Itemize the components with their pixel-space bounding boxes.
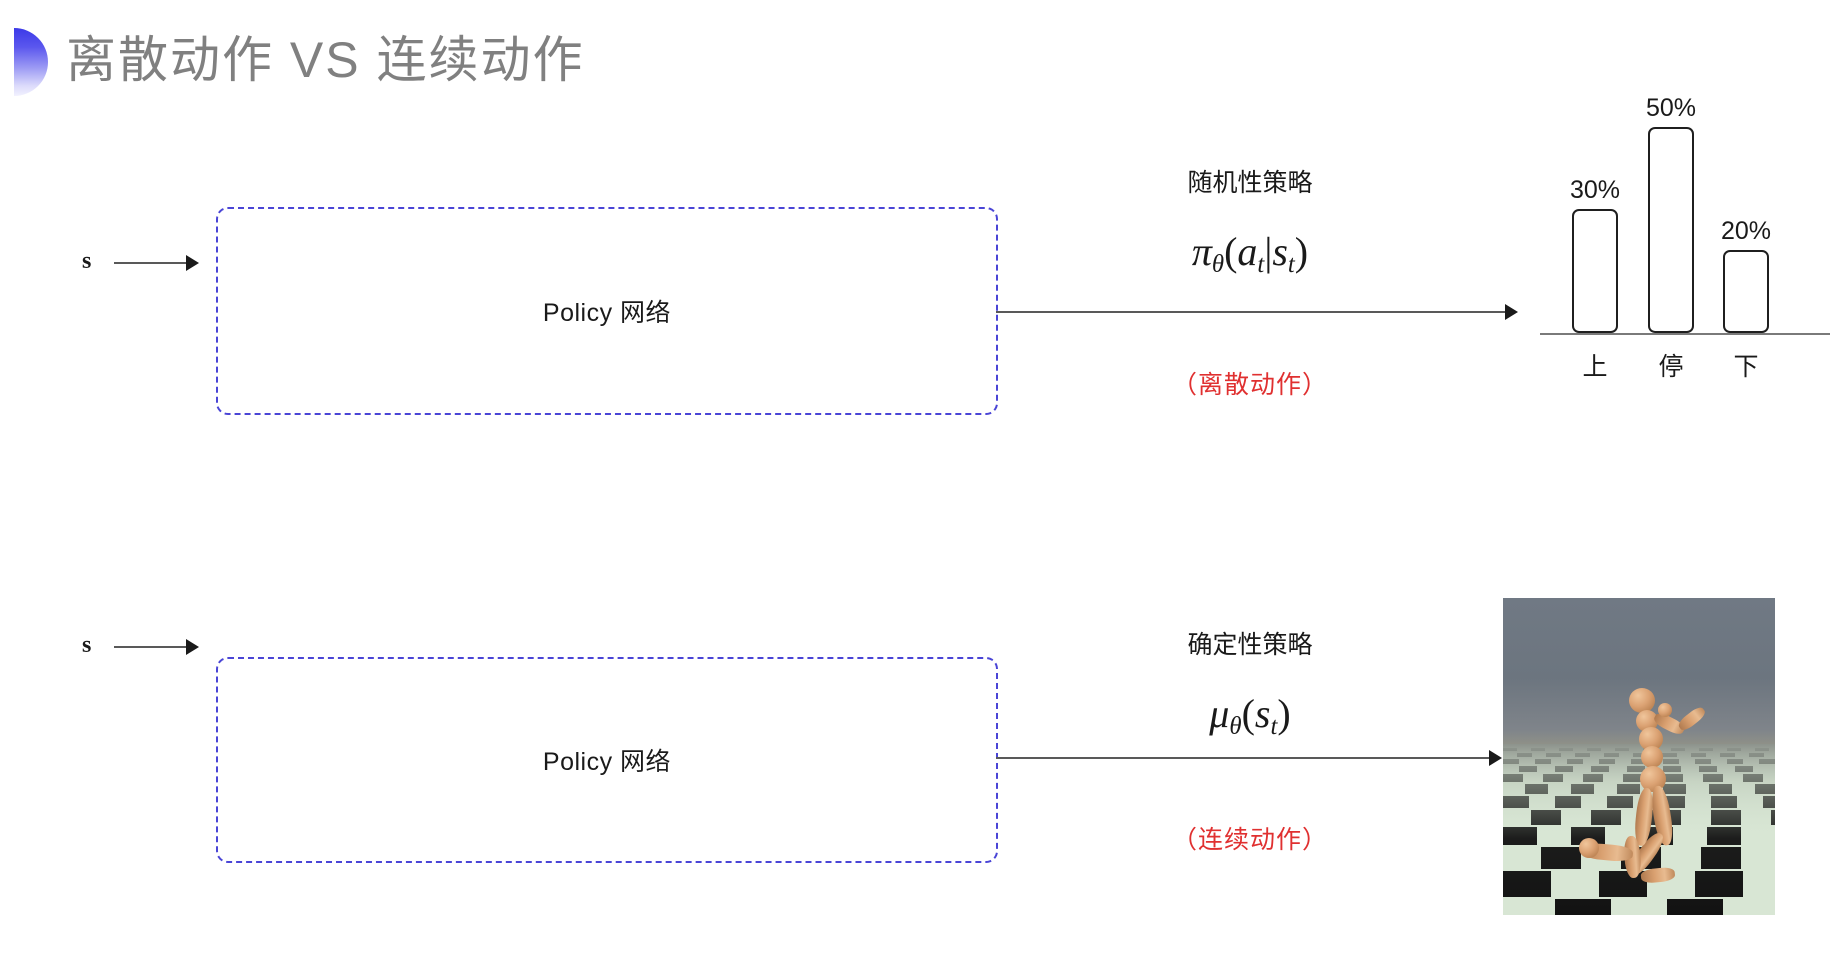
policy-kind-label-discrete: 随机性策略 — [1187, 169, 1313, 197]
note-continuous-action: （连续动作） — [1171, 826, 1328, 854]
formula-state-symbol: s — [1272, 229, 1288, 274]
policy-network-label-discrete: Policy 网络 — [542, 299, 672, 327]
input-arrow-head-discrete — [186, 255, 199, 271]
policy-formula-discrete: πθ(at|st) — [1120, 228, 1380, 279]
bar-category-up: 上 — [1582, 353, 1608, 381]
policy-network-box-continuous[interactable]: Policy 网络 — [216, 657, 998, 863]
humanoid-head — [1629, 688, 1655, 713]
note-discrete-action: （离散动作） — [1171, 371, 1328, 399]
humanoid-hand-right — [1658, 703, 1672, 717]
output-arrow-head-discrete — [1505, 304, 1518, 320]
formula-mu-symbol: μ — [1209, 691, 1230, 736]
title-decoration-halfcircle-icon — [14, 28, 48, 96]
mujoco-humanoid-simulation-image — [1503, 598, 1775, 915]
chart-baseline-axis — [1540, 333, 1830, 335]
bar-category-stop: 停 — [1658, 353, 1684, 381]
formula-open-paren: ( — [1224, 229, 1238, 274]
policy-formula-continuous: μθ(st) — [1120, 690, 1380, 741]
input-arrow-line-discrete — [114, 262, 188, 264]
humanoid-heel-right — [1579, 838, 1599, 858]
formula-action-symbol: a — [1237, 229, 1258, 274]
slide-right-edge — [1843, 0, 1846, 966]
formula-state-symbol-2: s — [1254, 691, 1271, 736]
bar-category-down: 下 — [1733, 353, 1759, 381]
formula-theta-subscript: θ — [1211, 250, 1225, 278]
bar-value-up: 30% — [1569, 176, 1621, 204]
bar-value-stop: 50% — [1645, 94, 1697, 122]
bar-up — [1572, 209, 1618, 333]
bar-down — [1723, 250, 1769, 333]
sim-floor-svg — [1503, 743, 1775, 915]
policy-kind-label-continuous: 确定性策略 — [1187, 631, 1313, 659]
humanoid-lower-torso — [1641, 746, 1663, 768]
formula-pi-symbol: π — [1191, 229, 1212, 274]
input-state-label-continuous: s — [82, 632, 92, 658]
sim-checkered-floor — [1503, 743, 1775, 915]
output-arrow-line-discrete — [996, 311, 1512, 313]
action-probability-bar-chart: 30% 50% 20% 上 停 下 — [1540, 94, 1830, 418]
page-title: 离散动作 VS 连续动作 — [66, 32, 585, 88]
input-state-label-discrete: s — [82, 248, 92, 274]
bar-stop — [1648, 127, 1694, 333]
formula-state-subscript-2: t — [1270, 712, 1278, 740]
output-arrow-line-continuous — [996, 757, 1496, 759]
policy-network-box-discrete[interactable]: Policy 网络 — [216, 207, 998, 415]
formula-close-paren: ) — [1294, 229, 1309, 274]
bar-value-down: 20% — [1720, 217, 1772, 245]
policy-network-label-continuous: Policy 网络 — [542, 748, 672, 776]
formula-close-paren-2: ) — [1277, 691, 1291, 736]
output-arrow-head-continuous — [1489, 750, 1502, 766]
formula-state-subscript: t — [1287, 250, 1295, 278]
input-arrow-line-continuous — [114, 646, 188, 648]
input-arrow-head-continuous — [186, 639, 199, 655]
formula-conditional-bar: | — [1264, 229, 1273, 274]
formula-open-paren-2: ( — [1241, 691, 1255, 736]
humanoid-upper-torso — [1636, 710, 1658, 732]
formula-theta-subscript-2: θ — [1229, 712, 1242, 740]
formula-action-subscript: t — [1257, 250, 1265, 278]
